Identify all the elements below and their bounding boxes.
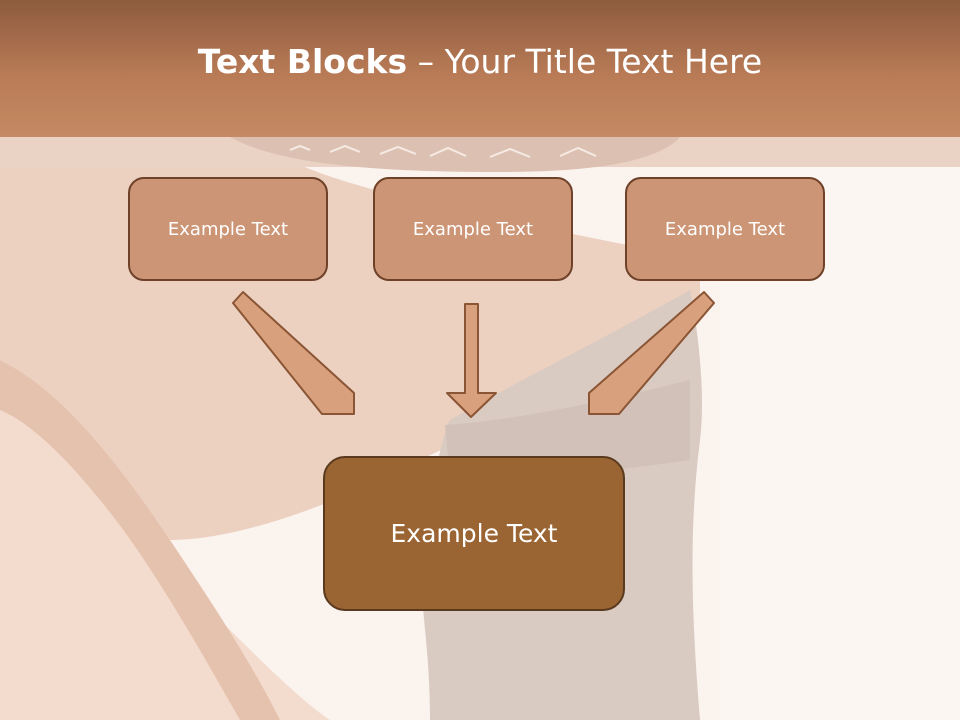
- result-block[interactable]: Example Text: [323, 456, 625, 611]
- title-rest: – Your Title Text Here: [407, 42, 763, 81]
- title-bold: Text Blocks: [197, 42, 408, 81]
- text-block-1[interactable]: Example Text: [128, 177, 328, 281]
- slide-title: Text Blocks – Your Title Text Here: [198, 42, 762, 81]
- arrow-left: [232, 291, 355, 415]
- arrow-right: [588, 291, 715, 415]
- arrow-center: [446, 303, 497, 418]
- text-block-2[interactable]: Example Text: [373, 177, 573, 281]
- text-block-3[interactable]: Example Text: [625, 177, 825, 281]
- result-block-label: Example Text: [390, 519, 558, 548]
- text-block-1-label: Example Text: [167, 218, 289, 240]
- text-block-3-label: Example Text: [664, 218, 786, 240]
- title-bar: Text Blocks – Your Title Text Here: [0, 0, 960, 137]
- text-block-2-label: Example Text: [412, 218, 534, 240]
